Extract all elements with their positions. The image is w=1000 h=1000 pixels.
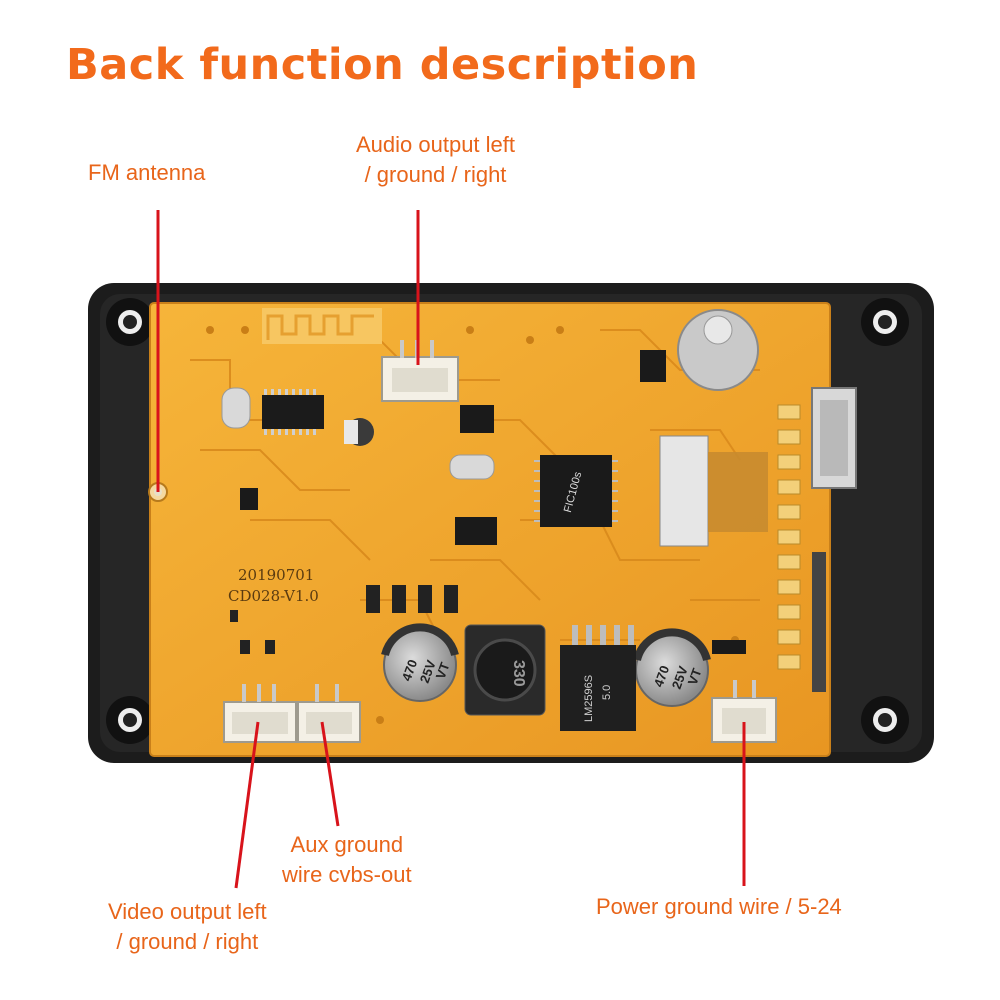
ic-small-3 <box>240 488 258 510</box>
aux-connector <box>297 684 361 743</box>
regulator-label: LM2596S <box>583 675 595 722</box>
label-fm-antenna: FM antenna <box>88 158 205 188</box>
smd-row <box>230 585 458 654</box>
crystal-1 <box>221 387 251 429</box>
cap-left: 470 25V VT <box>381 623 459 702</box>
cap-left-line1: 470 <box>399 658 421 684</box>
ic-amp-2 <box>455 517 497 545</box>
silkscreen: 20190701 CD028-V1.0 <box>228 566 319 605</box>
label-video-output: Video output left / ground / right <box>108 897 267 957</box>
side-connector <box>811 387 857 692</box>
cap-right: 470 25V VT <box>633 628 711 707</box>
label-video-output-line1: Video output left <box>108 899 267 924</box>
label-audio-output-line1: Audio output left <box>356 132 516 157</box>
label-power-ground-text: Power ground wire / 5-24 <box>596 894 842 919</box>
ribbon-connector <box>659 435 768 547</box>
video-connector <box>223 684 297 743</box>
inductor-label: 330 <box>510 660 527 687</box>
cap-small-1 <box>344 418 374 446</box>
edge-pins <box>777 404 801 670</box>
ic-bt <box>262 389 324 435</box>
label-aux-ground: Aux ground wire cvbs-out <box>282 830 412 890</box>
cap-right-line1: 470 <box>651 664 673 690</box>
leader-video <box>234 721 260 889</box>
model-code: CD028-V1.0 <box>228 587 319 605</box>
mounting-hole-bl <box>106 696 154 744</box>
diode <box>712 640 746 654</box>
ic-amp-1 <box>460 405 494 433</box>
crystal-2 <box>449 454 495 480</box>
inductor: 330 <box>464 624 546 716</box>
ic-small-4 <box>640 350 666 382</box>
label-audio-output-line2: / ground / right <box>364 162 507 187</box>
cap-left-line3: VT <box>433 660 453 681</box>
leader-aux <box>320 721 340 827</box>
label-audio-output: Audio output left / ground / right <box>356 130 515 190</box>
regulator: LM2596S 5.0 <box>560 625 636 731</box>
coin-cell <box>677 309 759 391</box>
label-video-output-line2: / ground / right <box>116 929 259 954</box>
mounting-hole-tl <box>106 298 154 346</box>
page-title: Back function description <box>66 40 699 90</box>
regulator-sub: 5.0 <box>601 685 613 700</box>
cap-right-line3: VT <box>685 666 705 687</box>
date-code: 20190701 <box>238 566 314 584</box>
label-aux-ground-line2: wire cvbs-out <box>282 862 412 887</box>
label-aux-ground-line1: Aux ground <box>290 832 404 857</box>
mounting-hole-tr <box>861 298 909 346</box>
ic-main: FIC100s <box>534 455 618 527</box>
label-power-ground: Power ground wire / 5-24 <box>596 892 842 922</box>
mounting-hole-br <box>861 696 909 744</box>
bt-antenna <box>262 308 382 344</box>
label-fm-antenna-text: FM antenna <box>88 160 206 185</box>
audio-connector <box>381 340 459 402</box>
leader-lines <box>156 210 746 889</box>
